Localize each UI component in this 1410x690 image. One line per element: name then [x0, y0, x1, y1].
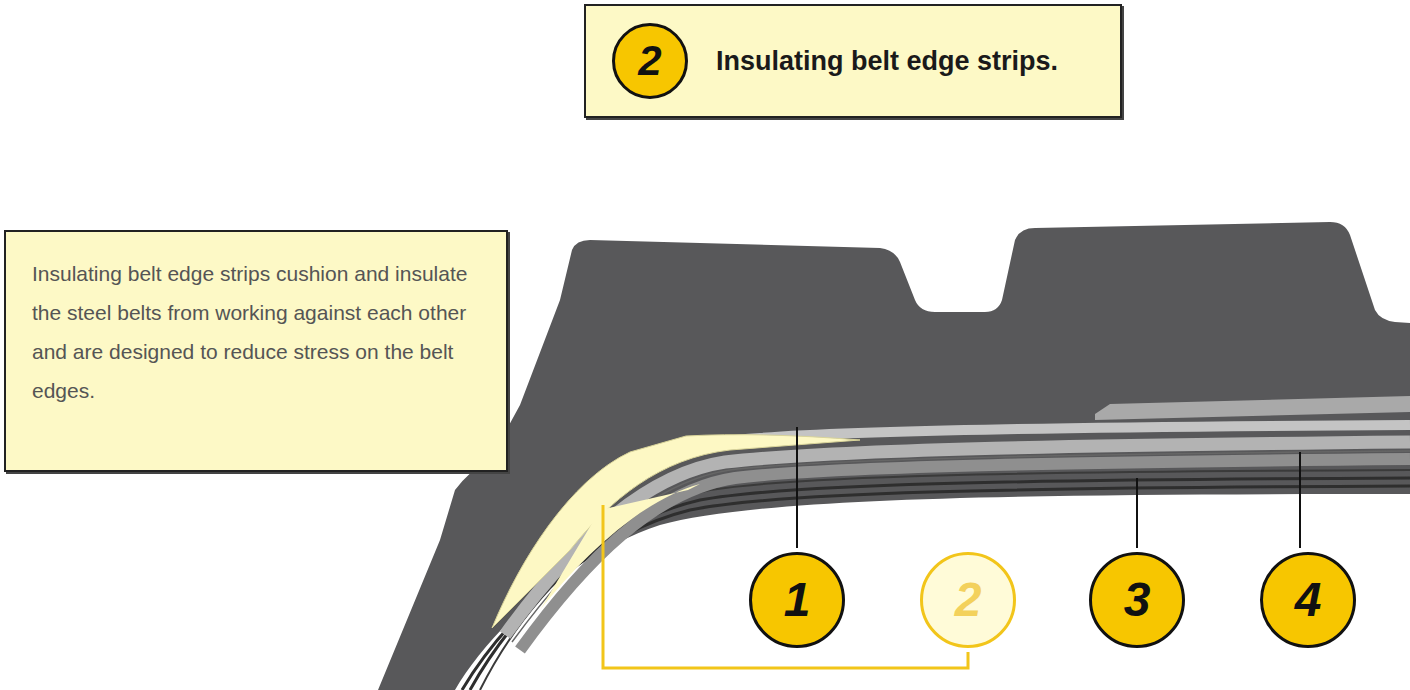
leader-line [1136, 478, 1138, 548]
callout-number-text: 2 [638, 40, 661, 82]
callout-number-text: 3 [1124, 576, 1151, 624]
callout-number: 3 [1089, 552, 1185, 648]
heading-box: Insulating belt edge strips. 2 [584, 4, 1122, 118]
callout-number-text: 4 [1295, 576, 1322, 624]
callout-number: 1 [749, 552, 845, 648]
callout-number-text: 1 [784, 576, 811, 624]
heading-text: Insulating belt edge strips. [716, 46, 1058, 77]
callout-number: 4 [1260, 552, 1356, 648]
callout-number-text: 2 [955, 576, 982, 624]
insulating-strip [492, 435, 860, 628]
callout-number: 2 [612, 23, 688, 99]
insulating-strip-lower [540, 484, 700, 610]
note-text: Insulating belt edge strips cushion and … [32, 254, 482, 410]
tread-body [378, 222, 1410, 690]
leader-line [1299, 452, 1301, 548]
bracket [603, 505, 968, 668]
callout-number: 2 [920, 552, 1016, 648]
carcass-ply [470, 478, 1410, 690]
leader-line [796, 427, 798, 548]
carcass-ply [462, 486, 1410, 690]
cap-ply-step [1095, 396, 1410, 420]
note-box: Insulating belt edge strips cushion and … [4, 230, 508, 472]
